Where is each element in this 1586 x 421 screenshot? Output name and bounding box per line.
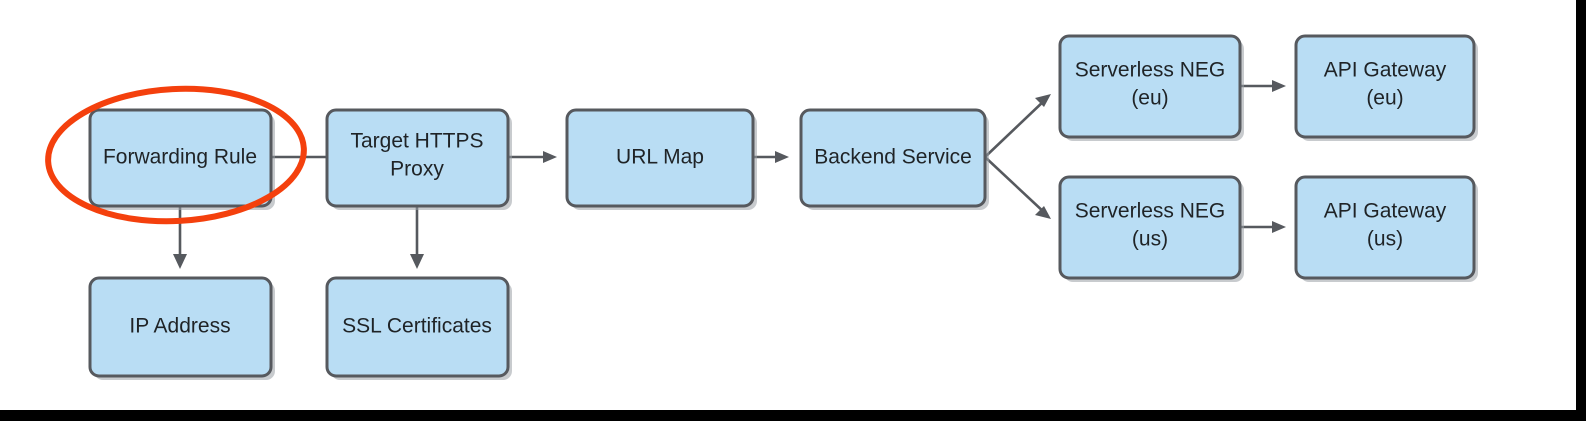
node-ssl-certificates[interactable]: SSL Certificates (325, 276, 512, 380)
node-label-api-gateway-eu-line2: (eu) (1366, 87, 1403, 110)
edge-forwarding-rule-to-ip-address (173, 206, 187, 269)
node-label-api-gateway-us-line1: API Gateway (1324, 200, 1447, 223)
node-label-ip-address: IP Address (129, 315, 230, 338)
node-label-api-gateway-us-line2: (us) (1367, 228, 1403, 251)
node-api-gateway-us[interactable]: API Gateway (us) (1294, 175, 1478, 282)
node-label-api-gateway-eu-line1: API Gateway (1324, 59, 1447, 82)
node-ip-address[interactable]: IP Address (88, 276, 275, 380)
edge-serverless-neg-eu-to-api-gateway-eu (1240, 80, 1286, 92)
node-label-serverless-neg-us-line2: (us) (1132, 228, 1168, 251)
edge-serverless-neg-us-to-api-gateway-us (1240, 221, 1286, 233)
node-label-url-map: URL Map (616, 146, 704, 169)
node-label-target-https-proxy-line2: Proxy (390, 158, 444, 181)
node-api-gateway-eu[interactable]: API Gateway (eu) (1294, 34, 1478, 141)
node-label-serverless-neg-eu-line2: (eu) (1131, 87, 1168, 110)
node-label-serverless-neg-us-line1: Serverless NEG (1075, 200, 1226, 223)
node-forwarding-rule[interactable]: Forwarding Rule (88, 108, 275, 210)
edge-backend-service-to-serverless-neg-us (984, 156, 1051, 219)
node-label-serverless-neg-eu-line1: Serverless NEG (1075, 59, 1226, 82)
node-target-https-proxy[interactable]: Target HTTPS Proxy (325, 108, 512, 210)
node-label-backend-service: Backend Service (814, 146, 972, 169)
edge-backend-service-to-serverless-neg-eu (984, 94, 1051, 158)
node-label-ssl-certificates: SSL Certificates (342, 315, 492, 338)
node-label-target-https-proxy-line1: Target HTTPS (350, 130, 483, 153)
node-label-forwarding-rule: Forwarding Rule (103, 146, 257, 169)
node-backend-service[interactable]: Backend Service (799, 108, 989, 210)
highlight-ellipse-annotation (45, 85, 307, 225)
node-serverless-neg-eu[interactable]: Serverless NEG (eu) (1058, 34, 1244, 141)
node-url-map[interactable]: URL Map (565, 108, 757, 210)
edge-target-https-proxy-to-ssl-certificates (410, 206, 424, 269)
edge-url-map-to-backend-service (753, 151, 789, 163)
edge-target-https-proxy-to-url-map (508, 151, 557, 163)
architecture-diagram: Forwarding Rule Target HTTPS Proxy URL M… (45, 34, 1478, 380)
node-serverless-neg-us[interactable]: Serverless NEG (us) (1058, 175, 1244, 282)
